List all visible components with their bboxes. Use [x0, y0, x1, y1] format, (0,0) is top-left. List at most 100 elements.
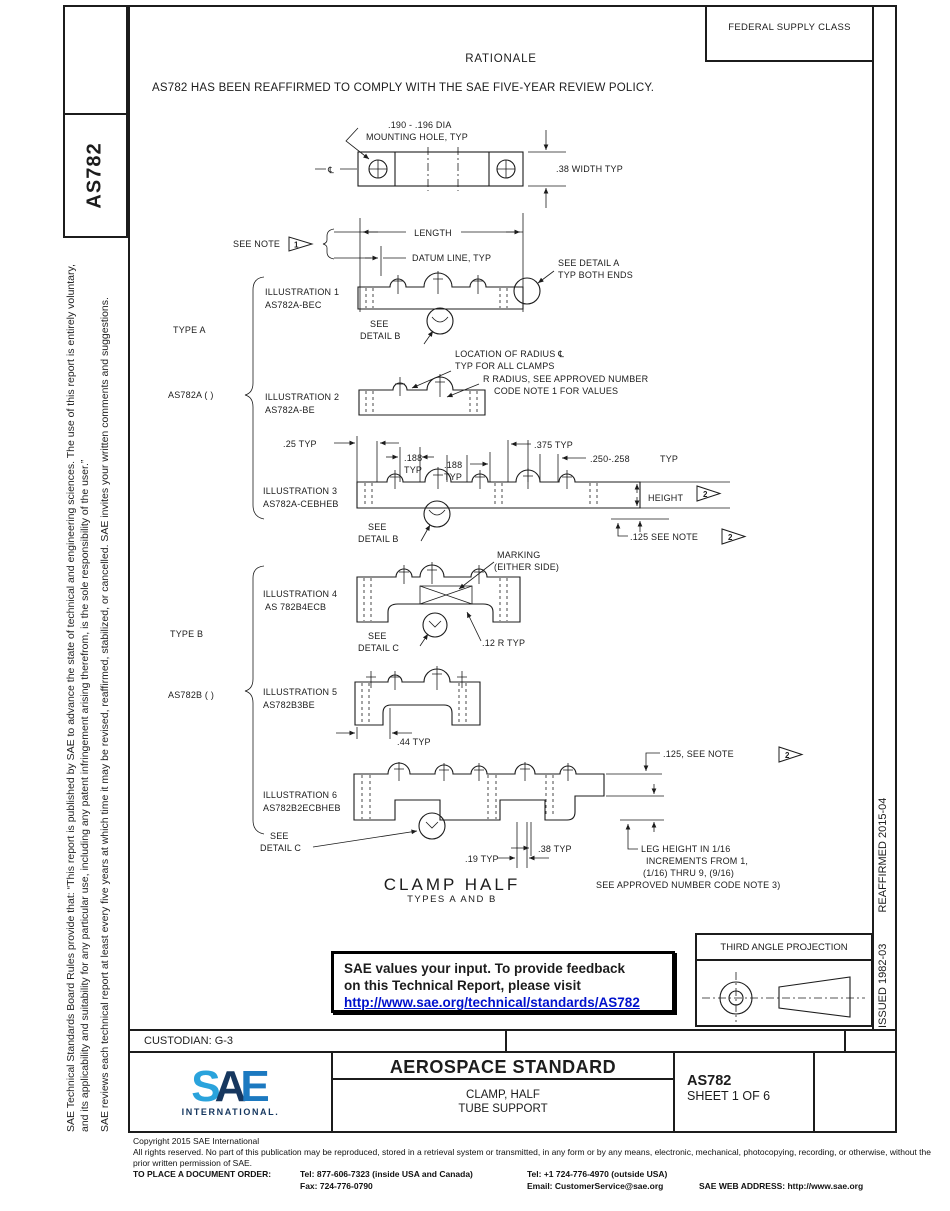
custodian-row-end-cell [844, 1029, 897, 1053]
projection-circle-outer [719, 981, 753, 1015]
note-flag-2a [696, 485, 722, 502]
detail-c-balloon-6 [418, 812, 446, 840]
hidden-lines-4 [363, 578, 508, 621]
feedback-link[interactable]: http://www.sae.org/technical/standards/A… [344, 995, 640, 1010]
projection-circle-inner [728, 990, 744, 1006]
label-d125b: .125, SEE NOTE [663, 749, 734, 759]
label-hole-dia: .190 - .196 DIA [388, 120, 452, 130]
standard-title-line1: CLAMP, HALF [466, 1089, 540, 1101]
label-d19: .19 TYP [465, 854, 499, 864]
detail-a-leader [537, 270, 555, 284]
hidden-lines-3 [364, 483, 598, 507]
note-flag-2b-number: 2 [728, 533, 733, 542]
detail-b-balloon-1 [426, 307, 454, 335]
marking-pad-x [419, 585, 473, 605]
label-datum: DATUM LINE, TYP [412, 253, 491, 263]
hole-crosshairs [369, 160, 515, 178]
label-detail-a2: TYP BOTH ENDS [558, 270, 633, 280]
label-d44: .44 TYP [397, 737, 431, 747]
custodian-divider [505, 1031, 507, 1051]
plan-view: ℄ .190 - .196 DIA MOUNTING HOLE, TYP .38… [315, 120, 623, 208]
clamp-profile-3 [356, 468, 641, 509]
radius-loc-leader [411, 370, 452, 389]
order-label: TO PLACE A DOCUMENT ORDER: [133, 1169, 272, 1179]
label-see-note: SEE NOTE [233, 239, 280, 249]
title-block: SAE INTERNATIONAL. AEROSPACE STANDARD CL… [128, 1051, 897, 1133]
copyright-line: Copyright 2015 SAE International [133, 1136, 260, 1146]
number-cell: AS782 SHEET 1 OF 6 [675, 1053, 815, 1131]
hole-leader [345, 127, 370, 160]
illustration-3: ILLUSTRATION 3 AS782A-CEBHEB .25 TYP .18… [263, 436, 747, 545]
detail-a-balloon [513, 277, 541, 305]
sae-logo-s: S [191, 1062, 220, 1111]
feedback-box: SAE values your input. To provide feedba… [331, 951, 675, 1013]
type-b-brace [244, 565, 265, 835]
label-leg4: SEE APPROVED NUMBER CODE NOTE 3) [596, 880, 780, 890]
illustration-1: TYPE A ILLUSTRATION 1 AS782A-BEC SEE DET… [173, 271, 524, 345]
label-ill1b: AS782A-BEC [265, 300, 322, 310]
feedback-line1: SAE values your input. To provide feedba… [344, 961, 626, 976]
dim-brace [322, 228, 335, 260]
strip-dividers [394, 152, 490, 186]
label-detail-b-3: DETAIL B [358, 534, 399, 544]
height-ext-lines [611, 481, 730, 520]
label-ill4b: AS 782B4ECB [265, 602, 326, 612]
label-see-4: SEE [368, 631, 387, 641]
projection-box: THIRD ANGLE PROJECTION [695, 933, 873, 1027]
marking-pad [419, 585, 473, 605]
detail-b-glyph-1 [431, 316, 449, 323]
drawing-caption: CLAMP HALF [384, 875, 520, 894]
label-ill3b: AS782A-CEBHEB [263, 499, 339, 509]
fax: Fax: 724-776-0790 [300, 1181, 373, 1191]
label-leg2: INCREMENTS FROM 1, [646, 856, 748, 866]
clamp-profile-2 [358, 376, 486, 416]
detail-b-balloon-3 [423, 500, 451, 528]
label-width: .38 WIDTH TYP [556, 164, 623, 174]
sae-logo-subtitle: INTERNATIONAL. [181, 1107, 280, 1117]
d44-ticks [356, 708, 391, 739]
label-detail-b-1: DETAIL B [360, 331, 401, 341]
hidden-lines-2 [365, 391, 478, 414]
note-flag-2b [721, 528, 747, 545]
standard-type: AEROSPACE STANDARD [333, 1053, 673, 1080]
standard-title-cell: AEROSPACE STANDARD CLAMP, HALF TUBE SUPP… [333, 1053, 675, 1131]
detail-c-glyph-4 [428, 620, 442, 628]
label-ill5a: ILLUSTRATION 5 [263, 687, 337, 697]
hidden-lines-1 [365, 288, 508, 308]
left-empty-box [63, 5, 128, 115]
note-flag-2a-number: 2 [703, 490, 708, 499]
label-see-3: SEE [368, 522, 387, 532]
label-d188a: .188 [404, 453, 422, 463]
clamp-half-drawing: ℄ .190 - .196 DIA MOUNTING HOLE, TYP .38… [168, 120, 804, 905]
label-d188b-typ: TYP [444, 472, 462, 482]
label-d250: .250-.258 [590, 454, 630, 464]
hidden-lines-6 [361, 775, 554, 819]
length-dimensions: SEE NOTE 1 LENGTH DATUM LINE, TYP SEE DE… [233, 213, 633, 312]
leg-ext-lines [606, 773, 664, 821]
notch-crosses-1 [393, 271, 483, 294]
federal-supply-class-box: FEDERAL SUPPLY CLASS [705, 5, 874, 62]
note-flag-2c-number: 2 [785, 751, 790, 760]
label-ill2a: ILLUSTRATION 2 [265, 392, 339, 402]
d125b-leader [643, 752, 660, 771]
label-ill3a: ILLUSTRATION 3 [263, 486, 337, 496]
email: Email: CustomerService@sae.org [527, 1181, 664, 1191]
label-height: HEIGHT [648, 493, 684, 503]
rationale-text: AS782 HAS BEEN REAFFIRMED TO COMPLY WITH… [152, 82, 655, 94]
standard-number: AS782 [687, 1073, 732, 1089]
marking-leader [458, 561, 495, 590]
review-note-vertical: SAE reviews each technical report at lea… [99, 297, 111, 1132]
r-radius-leader [446, 383, 480, 398]
d19-d38-ticks [516, 822, 532, 868]
strip-outline [357, 151, 524, 187]
standard-title-line2: TUBE SUPPORT [458, 1103, 548, 1115]
label-length: LENGTH [414, 228, 452, 238]
clamp-profile-4 [356, 564, 521, 623]
label-detail-c-4: DETAIL C [358, 643, 399, 653]
rationale-title: RATIONALE [465, 53, 537, 65]
label-rrad1: R RADIUS, SEE APPROVED NUMBER [483, 374, 649, 384]
label-hole-desc: MOUNTING HOLE, TYP [366, 132, 468, 142]
detail-c-leader-6 [312, 829, 418, 848]
reaffirmed-date: REAFFIRMED 2015-04 [877, 797, 889, 913]
